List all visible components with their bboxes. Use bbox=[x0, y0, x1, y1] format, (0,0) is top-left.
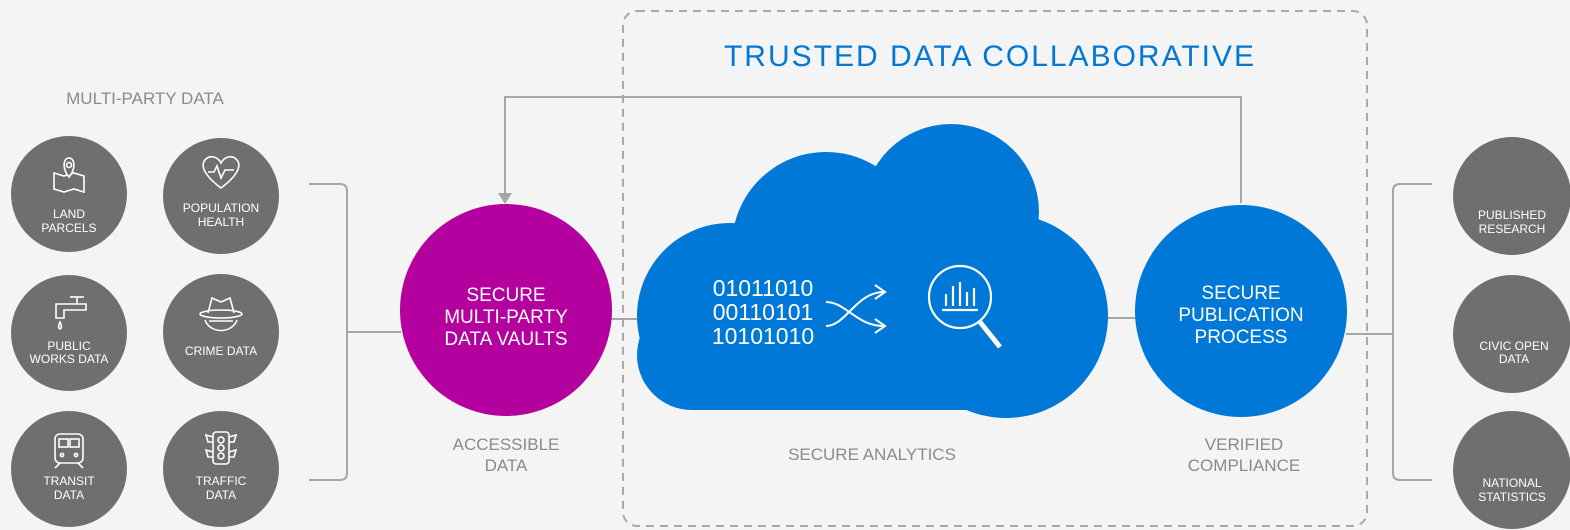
diagram-title: TRUSTED DATA COLLABORATIVE bbox=[723, 40, 1257, 73]
source-circle-public-works: PUBLIC WORKS DATA bbox=[11, 275, 127, 391]
source-circle-land: LAND PARCELS bbox=[11, 136, 127, 252]
output-circle-published-research: PUBLISHED RESEARCH bbox=[1453, 137, 1570, 255]
output-label-research-1: PUBLISHED bbox=[1478, 208, 1546, 222]
collaborative-frame bbox=[622, 10, 1368, 527]
vault-label-2: MULTI-PARTY bbox=[444, 307, 568, 328]
heart-icon bbox=[202, 155, 240, 190]
publication-label-2: PUBLICATION bbox=[1178, 305, 1303, 326]
output-label-civic-1: CIVIC OPEN bbox=[1479, 339, 1548, 353]
publication-label-1: SECURE bbox=[1201, 283, 1280, 304]
source-label-crime: CRIME DATA bbox=[185, 344, 257, 358]
output-label-statistics-2: STATISTICS bbox=[1478, 490, 1546, 504]
secure-analytics-cloud bbox=[637, 124, 1108, 418]
faucet-icon bbox=[55, 296, 87, 330]
binary-data: 01011010 00110101 10101010 bbox=[712, 275, 814, 349]
accessible-label-2: DATA bbox=[484, 456, 528, 475]
publication-label-3: PROCESS bbox=[1195, 327, 1288, 348]
accessible-data-label: ACCESSIBLE DATA bbox=[426, 434, 586, 476]
output-label-statistics-1: NATIONAL bbox=[1482, 476, 1541, 490]
source-label-population-2: HEALTH bbox=[198, 215, 244, 229]
output-circle-national-statistics: NATIONAL STATISTICS bbox=[1453, 411, 1570, 529]
train-icon bbox=[54, 433, 84, 469]
feedback-arrowhead bbox=[498, 193, 512, 204]
source-label-land-1: LAND bbox=[53, 207, 85, 221]
shuffle-arrows-icon bbox=[825, 284, 887, 334]
vault-label-1: SECURE bbox=[466, 285, 545, 306]
secure-analytics-label: SECURE ANALYTICS bbox=[788, 445, 956, 464]
output-label-civic-2: DATA bbox=[1499, 352, 1529, 366]
multi-party-heading: MULTI-PARTY DATA bbox=[66, 89, 224, 108]
secure-vault-node: SECURE MULTI-PARTY DATA VAULTS bbox=[400, 204, 612, 416]
binary-row-1: 01011010 bbox=[713, 275, 814, 301]
map-pin-icon bbox=[53, 157, 85, 194]
source-label-land-2: PARCELS bbox=[41, 221, 96, 235]
source-circle-crime: CRIME DATA bbox=[163, 274, 279, 390]
output-label-research-2: RESEARCH bbox=[1479, 222, 1546, 236]
vault-label-3: DATA VAULTS bbox=[444, 329, 567, 350]
binary-row-3: 10101010 bbox=[712, 323, 814, 349]
publication-node: SECURE PUBLICATION PROCESS bbox=[1135, 205, 1347, 417]
source-circle-traffic: TRAFFIC DATA bbox=[163, 411, 279, 527]
source-circle-population: POPULATION HEALTH bbox=[163, 138, 279, 254]
left-bracket bbox=[309, 183, 348, 481]
source-label-public-works-1: PUBLIC bbox=[47, 339, 91, 353]
binary-row-2: 00110101 bbox=[713, 299, 814, 325]
feedback-loop-line bbox=[504, 96, 1242, 203]
traffic-light-icon bbox=[204, 431, 238, 465]
source-label-public-works-2: WORKS DATA bbox=[30, 352, 109, 366]
verified-label-1: VERIFIED bbox=[1204, 435, 1284, 454]
connector-lines bbox=[309, 96, 1432, 481]
verified-label-2: COMPLIANCE bbox=[1187, 456, 1301, 475]
source-label-transit-1: TRANSIT bbox=[43, 474, 95, 488]
source-label-transit-2: DATA bbox=[54, 488, 84, 502]
source-circle-transit: TRANSIT DATA bbox=[11, 411, 127, 527]
magnifier-chart-icon bbox=[927, 264, 1002, 349]
output-circle-civic-open-data: CIVIC OPEN DATA bbox=[1453, 275, 1570, 393]
accessible-label-1: ACCESSIBLE bbox=[452, 435, 560, 454]
verified-compliance-label: VERIFIED COMPLIANCE bbox=[1164, 434, 1324, 476]
source-label-traffic-2: DATA bbox=[206, 488, 236, 502]
spy-hat-icon bbox=[199, 296, 243, 332]
source-label-traffic-1: TRAFFIC bbox=[196, 474, 247, 488]
source-label-population-1: POPULATION bbox=[183, 201, 259, 215]
right-bracket bbox=[1392, 183, 1432, 481]
